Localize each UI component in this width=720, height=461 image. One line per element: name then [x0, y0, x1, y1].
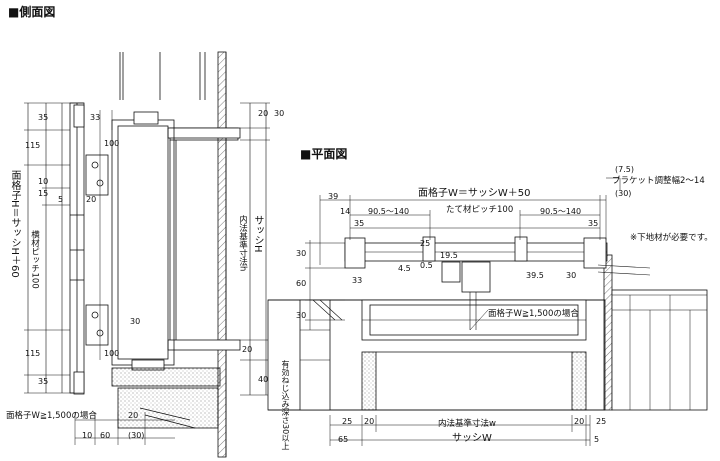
plan-pitch-label: たて材ピッチ100	[446, 205, 514, 215]
side-dim-60: 60	[100, 431, 111, 440]
side-dim-20-top-right: 20	[258, 109, 269, 118]
plan-dim-20-left: 20	[364, 417, 375, 426]
plan-dim-5: 5	[594, 435, 600, 444]
plan-dim-4-5: 4.5	[398, 264, 411, 273]
side-dim-20-bottom: 20	[128, 411, 139, 420]
side-dim-115-bottom: 115	[25, 349, 41, 358]
side-dim-40: 40	[258, 375, 269, 384]
plan-dim-30-right: 30	[566, 271, 577, 280]
side-dim-10-bottom: 10	[82, 431, 93, 440]
plan-grille-width: 面格子W＝サッシW＋50	[418, 188, 531, 199]
side-dim-5: 5	[58, 195, 64, 204]
side-inner-height: 内法基準寸法h	[237, 215, 248, 272]
plan-dim-19-5: 19.5	[440, 251, 458, 260]
plan-sash-width: サッシW	[452, 433, 492, 444]
side-view	[24, 51, 270, 458]
side-dim-35-bottom: 35	[38, 377, 49, 386]
plan-dim-30-bottom: 30	[296, 311, 307, 320]
plan-dim-range-right: 90.5～140	[540, 207, 582, 216]
plan-dim-39: 39	[328, 192, 339, 201]
side-dim-30-bottom: (30)	[128, 431, 145, 440]
side-dim-100-bottom: 100	[104, 349, 120, 358]
side-dim-100-top: 100	[104, 139, 120, 148]
side-dim-115-top: 115	[25, 141, 41, 150]
plan-dim-35-right: 35	[588, 219, 599, 228]
plan-dim-30-top: 30	[296, 249, 307, 258]
plan-dim-range-left: 90.5～140	[368, 207, 410, 216]
plan-dim-65: 65	[338, 435, 349, 444]
side-dim-20-mid: 20	[86, 195, 97, 204]
side-sash-height: サッシH	[252, 215, 263, 253]
plan-width-note: 面格子W≧1,500の場合	[488, 309, 579, 319]
plan-dim-20-right: 20	[574, 417, 585, 426]
side-dim-15: 15	[38, 189, 49, 198]
plan-dim-25-left: 25	[342, 417, 353, 426]
side-dim-10: 10	[38, 177, 49, 186]
side-dim-33: 33	[90, 113, 101, 122]
plan-bracket-range: ブラケット調整幅2～14	[612, 176, 705, 186]
plan-dim-60: 60	[296, 279, 307, 288]
plan-view	[267, 177, 708, 446]
side-pitch-label: 横材ピッチ100	[29, 230, 40, 289]
plan-dim-25-right: 25	[596, 417, 607, 426]
plan-dim-0-5: 0.5	[420, 261, 433, 270]
plan-dim-14: 14	[340, 207, 351, 216]
side-view-title: ■側面図	[8, 5, 56, 19]
plan-bracket-a: (7.5)	[615, 165, 634, 174]
plan-view-title: ■平面図	[300, 147, 348, 161]
side-note: 面格子W≧1,500の場合	[6, 411, 97, 421]
plan-dim-35-left: 35	[354, 219, 365, 228]
plan-bracket-b: (30)	[615, 189, 632, 198]
side-grille-height: 面格子H＝サッシH＋60	[9, 170, 20, 278]
plan-dim-33: 33	[352, 276, 363, 285]
side-dim-30: 30	[130, 317, 141, 326]
plan-inner-width: 内法基準寸法w	[438, 419, 496, 429]
side-dim-35-top: 35	[38, 113, 49, 122]
plan-screw-note: 有効ねじ込み深さ30以上	[281, 360, 290, 451]
plan-dim-25: 25	[420, 239, 431, 248]
side-dim-30-right: 30	[274, 109, 285, 118]
plan-base-note: ※下地材が必要です。	[630, 233, 713, 243]
plan-dim-39-5: 39.5	[526, 271, 544, 280]
side-dim-20-bottom-right: 20	[242, 345, 253, 354]
